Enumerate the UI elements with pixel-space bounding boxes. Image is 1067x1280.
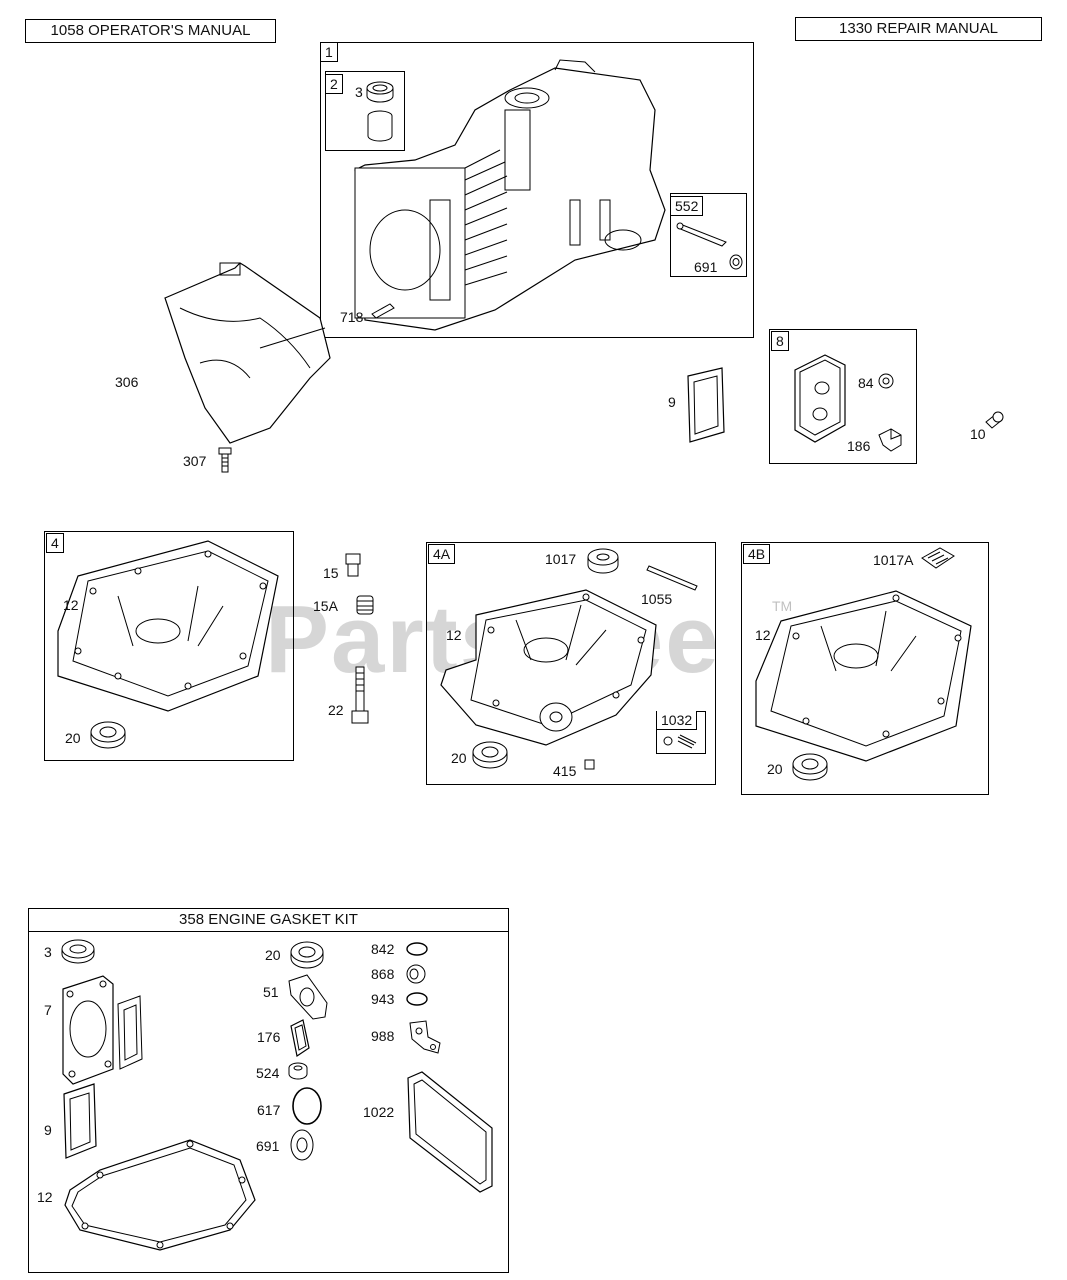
group-8-tag[interactable]: 8 — [771, 331, 789, 351]
cylinder-shield-306-drawing — [164, 262, 331, 444]
kit-part-1022-label[interactable]: 1022 — [363, 1104, 395, 1120]
kit-gasket-176-drawing — [290, 1019, 310, 1057]
kit-part-7-label[interactable]: 7 — [44, 1002, 52, 1018]
group-1-frame — [320, 42, 754, 338]
grommet-84-drawing — [878, 373, 894, 389]
cylinder-sleeve-drawing — [366, 81, 394, 142]
check-valve-1032-drawing — [663, 734, 697, 749]
screw-307-drawing — [218, 447, 232, 473]
kit-oring-617-drawing — [292, 1087, 322, 1125]
kit-part-988-label[interactable]: 988 — [371, 1028, 395, 1044]
group-4b-tag[interactable]: 4B — [743, 544, 771, 564]
kit-part-842-label[interactable]: 842 — [371, 941, 395, 957]
group-4a-part-1017-label[interactable]: 1017 — [545, 551, 577, 567]
seal-691-drawing — [729, 254, 743, 270]
group-4a-part-415-label[interactable]: 415 — [553, 763, 577, 779]
sump-4-drawing — [57, 540, 279, 712]
plug-415-drawing — [584, 759, 595, 770]
elbow-186-drawing — [878, 428, 902, 452]
kit-part-12-label[interactable]: 12 — [37, 1189, 53, 1205]
pin-552-drawing — [676, 222, 727, 247]
kit-oring-943-drawing — [406, 992, 428, 1006]
part-84-label[interactable]: 84 — [858, 375, 874, 391]
part-186-label[interactable]: 186 — [847, 438, 871, 454]
group-1-tag[interactable]: 1 — [320, 42, 338, 62]
group-4a-seal-20-drawing — [472, 741, 508, 769]
shaft-1055-drawing — [646, 565, 698, 591]
kit-gasket-1022-drawing — [407, 1071, 493, 1193]
kit-part-9-label[interactable]: 9 — [44, 1122, 52, 1138]
group-4b-part-20-label[interactable]: 20 — [767, 761, 783, 777]
group-2-frame — [325, 71, 405, 151]
group-4-tag[interactable]: 4 — [46, 533, 64, 553]
group-4a-tag[interactable]: 4A — [428, 544, 456, 564]
group-4b-part-1017a-label[interactable]: 1017A — [873, 552, 914, 568]
group-4a-part-1055-label[interactable]: 1055 — [641, 591, 673, 607]
kit-seal-868-drawing — [406, 964, 426, 984]
part-3-label[interactable]: 3 — [355, 84, 363, 100]
group-552-tag[interactable]: 552 — [670, 196, 704, 216]
gasket-kit-title[interactable]: 358 ENGINE GASKET KIT — [29, 909, 508, 932]
part-15-label[interactable]: 15 — [323, 565, 339, 581]
group-4-part-20-label[interactable]: 20 — [65, 730, 81, 746]
kit-part-868-label[interactable]: 868 — [371, 966, 395, 982]
kit-head-gasket-7-drawing — [62, 975, 143, 1085]
kit-gasket-988-drawing — [409, 1020, 441, 1054]
screw-10-drawing — [985, 411, 1004, 429]
part-9-label[interactable]: 9 — [668, 394, 676, 410]
kit-part-176-label[interactable]: 176 — [257, 1029, 281, 1045]
group-4b-part-12-label[interactable]: 12 — [755, 627, 771, 643]
group-4a-part-12-label[interactable]: 12 — [446, 627, 462, 643]
sump-4a-drawing — [440, 589, 657, 746]
kit-seal-524-drawing — [288, 1062, 308, 1080]
dowel-pin-718-drawing — [371, 303, 395, 319]
kit-part-51-label[interactable]: 51 — [263, 984, 279, 1000]
kit-part-617-label[interactable]: 617 — [257, 1102, 281, 1118]
group-8-frame — [769, 329, 917, 464]
bolt-22-drawing — [351, 666, 369, 724]
plug-15a-drawing — [356, 595, 374, 615]
kit-gasket-51-drawing — [288, 974, 328, 1020]
part-22-label[interactable]: 22 — [328, 702, 344, 718]
part-10-label[interactable]: 10 — [970, 426, 986, 442]
kit-sump-gasket-12-drawing — [64, 1139, 256, 1251]
group-4b-frame — [741, 542, 989, 795]
kit-part-943-label[interactable]: 943 — [371, 991, 395, 1007]
gasket-9-drawing — [687, 367, 725, 443]
cylinder-block-drawing — [354, 59, 666, 331]
kit-oring-842-drawing — [406, 942, 428, 956]
part-15a-label[interactable]: 15A — [313, 598, 338, 614]
part-306-label[interactable]: 306 — [115, 374, 139, 390]
kit-gasket-9-drawing — [63, 1083, 97, 1159]
plug-15-drawing — [345, 553, 361, 577]
gear-kit-1017a-drawing — [921, 547, 955, 569]
kit-seal-20-drawing — [290, 941, 324, 969]
kit-part-20-label[interactable]: 20 — [265, 947, 281, 963]
part-718-label[interactable]: 718 — [340, 309, 364, 325]
group-4-seal-20-drawing — [90, 721, 126, 749]
group-4-part-12-label[interactable]: 12 — [63, 597, 79, 613]
governor-gear-1017-drawing — [587, 548, 619, 574]
group-4b-seal-20-drawing — [792, 753, 828, 781]
group-2-tag[interactable]: 2 — [325, 74, 343, 94]
kit-seal-691-drawing — [290, 1129, 314, 1161]
sump-4b-drawing — [755, 590, 972, 762]
operators-manual-label[interactable]: 1058 OPERATOR'S MANUAL — [25, 19, 276, 43]
group-4a-part-20-label[interactable]: 20 — [451, 750, 467, 766]
kit-seal-3-drawing — [61, 939, 95, 964]
kit-part-524-label[interactable]: 524 — [256, 1065, 280, 1081]
kit-part-3-label[interactable]: 3 — [44, 944, 52, 960]
breather-cover-8-drawing — [794, 354, 846, 443]
group-1032-tag[interactable]: 1032 — [657, 711, 698, 730]
kit-part-691-label[interactable]: 691 — [256, 1138, 280, 1154]
gasket-kit-frame: 358 ENGINE GASKET KIT — [28, 908, 509, 1273]
repair-manual-label[interactable]: 1330 REPAIR MANUAL — [795, 17, 1042, 41]
group-4-frame — [44, 531, 294, 761]
part-307-label[interactable]: 307 — [183, 453, 207, 469]
group-552-frame — [670, 193, 747, 277]
watermark-tm: TM — [772, 598, 793, 614]
part-691-label[interactable]: 691 — [694, 259, 718, 275]
group-4a-frame — [426, 542, 716, 785]
